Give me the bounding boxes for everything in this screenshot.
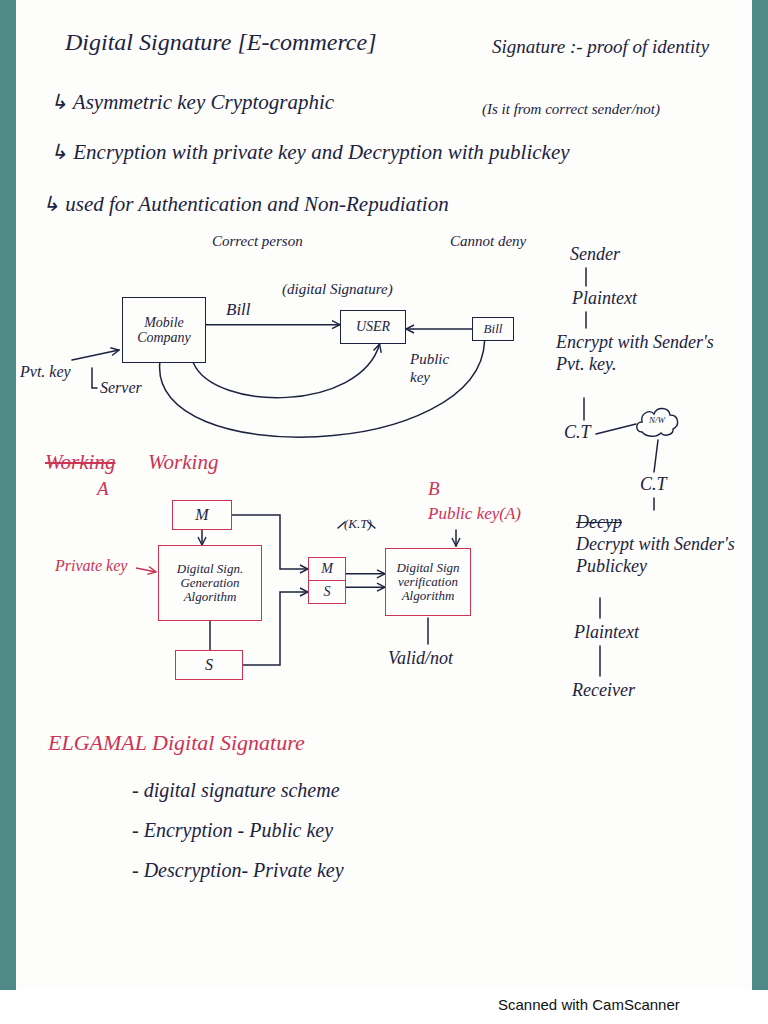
note-text: Server	[100, 378, 142, 397]
flow-line	[585, 268, 587, 286]
node-text: N/W	[649, 416, 665, 426]
cloud-path	[637, 408, 678, 436]
connector-arrow	[406, 328, 472, 330]
signature-box: S	[308, 580, 346, 604]
leader-arrow	[455, 530, 457, 546]
tick-mark	[338, 522, 345, 528]
node-text: M	[195, 506, 208, 524]
message-box: M	[172, 500, 232, 530]
connector-arrow	[193, 344, 379, 398]
key-label: Public key(A)	[428, 504, 521, 524]
note-text: (Is it from correct sender/not)	[482, 100, 660, 118]
list-item: - Encryption - Public key	[132, 818, 333, 842]
key-label: Private key	[55, 556, 127, 575]
node-text: Bill	[484, 322, 503, 336]
flow-line	[599, 598, 601, 618]
node-text: USER	[356, 319, 390, 334]
flow-line	[585, 312, 587, 328]
process-box: Mobile Company	[122, 297, 206, 363]
leader-arrow	[136, 568, 156, 572]
edge-label: Bill	[224, 300, 253, 320]
node-text: Mobile Company	[126, 315, 202, 346]
struck-text: Decyp	[576, 512, 622, 534]
message-box: M	[308, 557, 346, 581]
flow-step: C.T	[640, 474, 667, 496]
flow-step: Plaintext	[572, 288, 637, 310]
bullet-text: ↳ Asymmetric key Cryptographic	[50, 90, 334, 115]
key-label: Pvt. key	[20, 362, 71, 381]
node-text: Digital Sign verification Algorithm	[389, 561, 467, 604]
process-box: Digital Sign verification Algorithm	[385, 548, 471, 616]
network-cloud: N/W	[634, 404, 680, 438]
list-item: - digital signature scheme	[132, 778, 340, 802]
party-label: B	[428, 478, 440, 501]
connector-arrow	[232, 515, 308, 569]
flow-step: Sender	[570, 244, 620, 266]
process-box: USER	[340, 310, 406, 344]
list-item: - Descryption- Private key	[132, 858, 344, 882]
signature-box: S	[175, 650, 243, 680]
flow-line	[599, 646, 601, 676]
flow-line	[654, 440, 658, 472]
document-box: Bill	[472, 317, 514, 341]
bullet-text: ↳ used for Authentication and Non-Repudi…	[42, 192, 449, 217]
connector-arrow	[243, 592, 308, 665]
node-text: S	[205, 656, 213, 674]
struck-text: Working	[45, 450, 115, 475]
watermark: Scanned with CamScanner	[498, 996, 680, 1014]
page-title: Digital Signature [E-commerce]	[65, 28, 377, 57]
connector-arrow	[160, 341, 485, 437]
key-label: Public key	[410, 350, 468, 386]
note-text: Cannot deny	[450, 232, 526, 250]
connector-arrow	[346, 573, 385, 575]
result-text: Valid/not	[388, 648, 453, 670]
flow-step: Receiver	[572, 680, 635, 702]
connector-arrow	[201, 530, 203, 545]
connector-arrow	[209, 621, 211, 650]
note-text: (K.T)	[344, 516, 372, 532]
flow-step: C.T	[564, 422, 591, 444]
flow-line	[653, 498, 655, 510]
flow-step: Decrypt with Sender's Publickey	[576, 534, 746, 577]
flow-step: Plaintext	[574, 622, 639, 644]
flow-line	[596, 424, 636, 434]
node-text: M	[321, 561, 333, 576]
node-text: S	[324, 584, 331, 599]
process-box: Digital Sign. Generation Algorithm	[158, 545, 262, 621]
flow-step: Encrypt with Sender's Pvt. key.	[556, 332, 741, 375]
hook-line	[92, 368, 97, 388]
note-text: Signature :- proof of identity	[492, 36, 754, 59]
section-heading: Working	[148, 450, 218, 475]
section-heading: ELGAMAL Digital Signature	[48, 730, 305, 756]
leader-arrow	[72, 350, 119, 360]
flow-line	[583, 398, 585, 420]
party-label: A	[97, 478, 109, 501]
note-text: Correct person	[212, 232, 303, 250]
connector-arrow	[346, 586, 385, 588]
note-text: (digital Signature)	[282, 280, 393, 298]
connector-arrow	[206, 324, 340, 326]
node-text: Digital Sign. Generation Algorithm	[162, 562, 258, 605]
bullet-text: ↳ Encryption with private key and Decryp…	[50, 140, 570, 165]
output-line	[427, 618, 429, 644]
